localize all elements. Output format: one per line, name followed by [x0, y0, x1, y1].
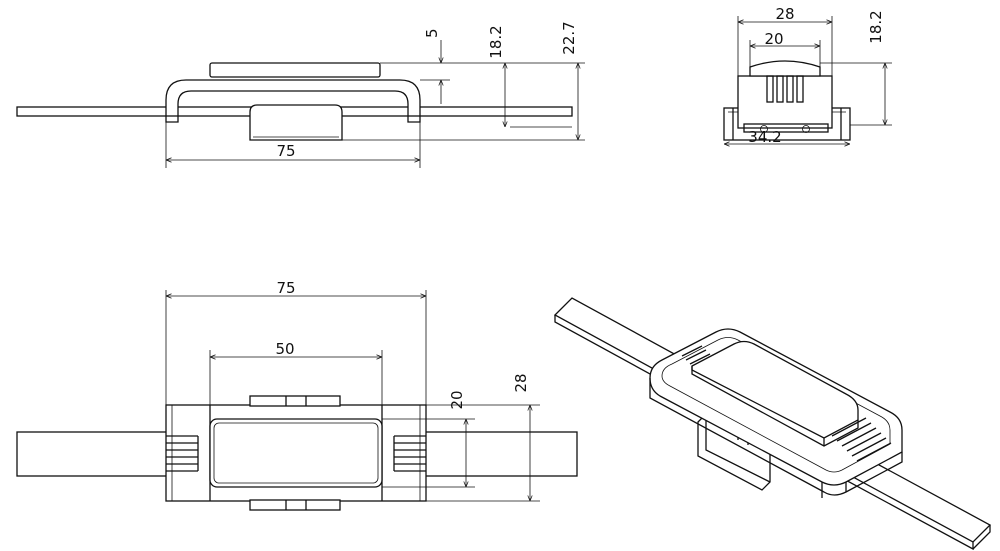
top-grip-left — [166, 435, 199, 472]
end-ribs — [766, 75, 804, 103]
end-top-cap — [749, 60, 821, 77]
side-view: 75 5 18.2 22.7 — [16, 21, 585, 168]
top-view: 75 50 20 28 — [16, 279, 578, 511]
end-base-width-label: 34.2 — [748, 128, 781, 146]
top-length-label: 75 — [276, 279, 295, 297]
end-body — [737, 75, 833, 129]
side-body-shell — [165, 79, 421, 123]
iso-top-cap — [691, 340, 859, 439]
side-gap-label: 5 — [423, 28, 441, 38]
iso-grip-far — [681, 345, 711, 365]
end-outer-width-label: 28 — [775, 5, 794, 23]
top-center-cap — [209, 418, 383, 488]
side-total-height-label: 22.7 — [560, 21, 578, 54]
isometric-view — [553, 297, 992, 551]
top-clip-upper — [249, 395, 341, 407]
iso-grip-near — [831, 417, 892, 462]
end-inner-width-label: 20 — [764, 30, 783, 48]
top-clip-lower — [249, 499, 341, 511]
top-outer-width-label: 28 — [512, 373, 530, 392]
side-clip — [249, 104, 343, 141]
top-grip-right — [393, 435, 426, 472]
side-top-cap — [209, 62, 381, 78]
end-height-label: 18.2 — [867, 10, 885, 43]
end-view: 28 20 18.2 34.2 — [723, 5, 892, 146]
top-inner-length-label: 50 — [275, 340, 294, 358]
top-inner-width-label: 20 — [448, 390, 466, 409]
side-length-label: 75 — [276, 142, 295, 160]
side-body-height-label: 18.2 — [487, 25, 505, 58]
